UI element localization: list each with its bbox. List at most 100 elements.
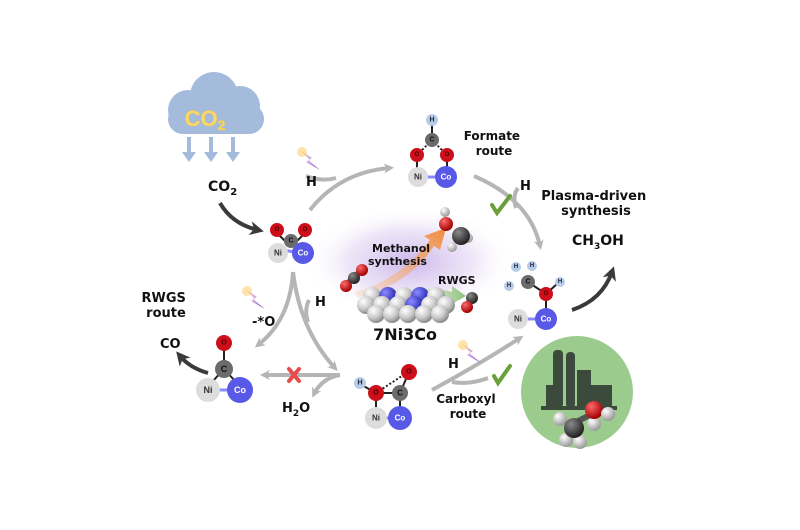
arrow-to-h2o <box>312 373 341 398</box>
svg-text:O: O <box>275 227 280 233</box>
catalyst-inset: Methanol synthesis RWGS 7Ni3Co <box>305 207 515 344</box>
atom-ni <box>365 407 387 429</box>
ch3oh-product-label: CH3OH <box>572 233 624 252</box>
svg-text:O: O <box>544 291 549 297</box>
methanol-plant-badge <box>521 336 633 449</box>
atom-co <box>435 166 457 188</box>
atom-h <box>555 277 565 287</box>
co2-feed-arrow <box>218 201 264 236</box>
minus-o-label: -*O <box>252 315 275 330</box>
h-label-mid: H <box>315 295 326 310</box>
co2-molecule-3d <box>340 264 368 292</box>
plasma-bolt-icon-3 <box>458 340 481 363</box>
methanol-molecule-3d <box>439 207 473 252</box>
arrow-carboxyl-to-methoxy <box>431 335 524 392</box>
co2-feed-label: CO2 <box>208 179 237 198</box>
atom-c <box>392 385 408 401</box>
svg-text:H: H <box>357 380 362 387</box>
atom-co <box>535 308 557 330</box>
svg-text:O: O <box>415 152 420 158</box>
carboxyl-molecule: H O O C Ni Co <box>354 364 417 430</box>
atom-co <box>388 406 412 430</box>
svg-text:O: O <box>303 227 308 233</box>
atom-o <box>410 148 424 162</box>
h2o-product-label: H2O <box>282 401 310 419</box>
svg-text:H: H <box>514 264 518 270</box>
plasma-driven-synthesis-label: Plasma-driven synthesis <box>541 189 650 219</box>
co-molecule-3d <box>461 292 478 313</box>
svg-text:H: H <box>530 263 534 269</box>
atom-co <box>292 242 314 264</box>
adsorbed-co2-molecule: O O C Ni Co <box>268 223 314 264</box>
svg-text:C: C <box>221 364 228 374</box>
svg-text:C: C <box>525 279 530 286</box>
atom-co <box>227 377 253 403</box>
atom-o <box>368 385 384 401</box>
methanol-release-arrow <box>571 266 616 312</box>
atom-o <box>401 364 417 380</box>
ni3co-surface <box>357 287 455 323</box>
h-feed-mid <box>304 299 311 323</box>
cloud-icon <box>168 72 264 134</box>
catalyst-label: 7Ni3Co <box>373 325 437 344</box>
down-arrows-icon <box>182 137 240 162</box>
rwgs-inset-label: RWGS <box>438 274 476 287</box>
arrow-to-carboxyl-branch <box>291 271 338 371</box>
svg-text:H: H <box>507 283 511 289</box>
svg-text:Co: Co <box>234 385 246 395</box>
rwgs-block-cross-icon <box>287 367 301 383</box>
atom-h <box>511 262 521 272</box>
plasma-bolt-icon-2 <box>242 286 265 309</box>
svg-text:Ni: Ni <box>514 315 522 324</box>
svg-text:O: O <box>445 152 450 158</box>
atom-ni <box>408 167 428 187</box>
atom-o <box>440 148 454 162</box>
atom-o <box>216 335 232 351</box>
svg-text:C: C <box>397 389 403 398</box>
methanol-synthesis-label: Methanol synthesis <box>368 242 434 268</box>
plasma-bolt-icon-1 <box>297 147 320 170</box>
h-label-formate: H <box>520 179 531 194</box>
atom-c <box>425 133 439 147</box>
atom-ni <box>508 309 528 329</box>
svg-text:Ni: Ni <box>204 385 213 395</box>
methanol-molecule-3d-factory <box>553 401 615 449</box>
co-release-arrow <box>176 351 209 375</box>
atom-o <box>539 287 553 301</box>
methoxy-molecule: H H H H C O Ni Co <box>504 261 565 330</box>
pathway-arrows <box>254 163 544 398</box>
arrow-to-formate <box>308 163 394 212</box>
atom-h <box>354 377 366 389</box>
svg-text:C: C <box>429 137 434 144</box>
svg-text:Co: Co <box>298 249 309 258</box>
svg-text:Ni: Ni <box>414 173 422 182</box>
arrow-formate-to-methoxy <box>473 174 544 250</box>
cloud-co2-label: CO2 <box>185 106 226 133</box>
svg-text:Ni: Ni <box>372 414 380 423</box>
h-label-top: H <box>306 175 317 190</box>
atom-o <box>270 223 284 237</box>
methanol-synthesis-arrow <box>355 228 446 298</box>
formate-route-label: Formate route <box>464 129 525 158</box>
atom-c <box>284 234 298 248</box>
atom-ni <box>268 243 288 263</box>
atom-ni <box>196 378 220 402</box>
arrow-to-rwgs <box>254 271 295 348</box>
svg-text:Co: Co <box>441 173 452 182</box>
svg-text:H: H <box>558 279 562 285</box>
co2-cloud: CO2 <box>168 72 264 162</box>
rwgs-route-label: RWGS route <box>142 291 191 321</box>
svg-text:Co: Co <box>395 414 406 423</box>
h-feed-top <box>305 174 337 182</box>
atom-h <box>504 281 514 291</box>
svg-text:Co: Co <box>541 315 552 324</box>
co-product-label: CO <box>160 337 181 352</box>
svg-text:O: O <box>373 390 379 397</box>
svg-text:C: C <box>288 238 293 245</box>
adsorbed-co-molecule: O C Ni Co <box>196 335 253 403</box>
carboxyl-check-icon <box>492 364 512 387</box>
formate-check-icon <box>490 194 512 217</box>
atom-c <box>215 360 233 378</box>
svg-text:Ni: Ni <box>274 249 282 258</box>
